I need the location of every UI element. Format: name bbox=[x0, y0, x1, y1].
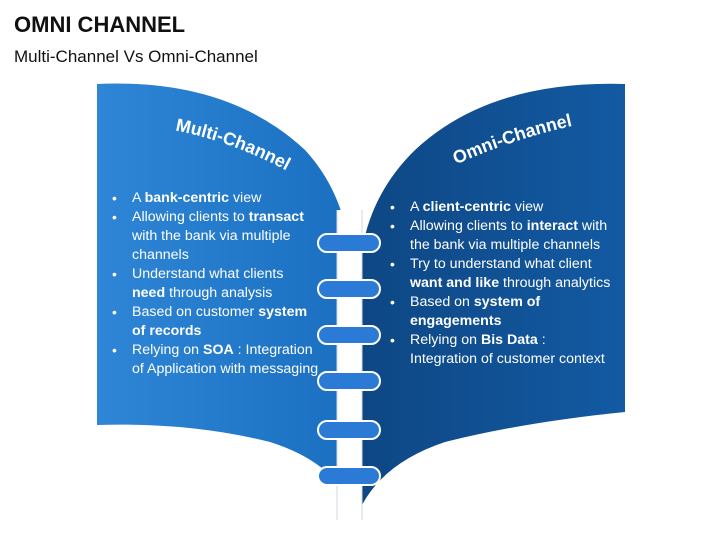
list-item: Understand what clients need through ana… bbox=[110, 265, 320, 303]
emphasis-text: bank-centric bbox=[144, 190, 229, 206]
item-text: Based on customer bbox=[132, 304, 259, 320]
item-text: Based on bbox=[410, 294, 474, 310]
page-title: OMNI CHANNEL bbox=[14, 12, 186, 37]
list-item: Relying on Bis Data : Integration of cus… bbox=[388, 331, 613, 369]
item-text: Relying on bbox=[132, 342, 203, 358]
item-text: Allowing clients to bbox=[132, 209, 249, 225]
list-item: Relying on SOA : Integration of Applicat… bbox=[110, 341, 320, 379]
ring bbox=[317, 371, 381, 391]
list-item: Try to understand what client want and l… bbox=[388, 255, 613, 293]
item-text: Allowing clients to bbox=[410, 218, 527, 234]
item-text: with the bank via multiple channels bbox=[410, 218, 608, 253]
item-text: A bbox=[410, 199, 423, 215]
list-item: A client-centric view bbox=[388, 198, 613, 217]
item-text: view bbox=[510, 199, 544, 215]
list-item: A bank-centric view bbox=[110, 189, 320, 208]
item-text: A bbox=[132, 190, 145, 206]
spiral-ring-icon bbox=[317, 233, 381, 486]
item-text: Relying on bbox=[410, 332, 481, 348]
emphasis-text: SOA bbox=[202, 342, 234, 358]
page-subtitle: Multi-Channel Vs Omni-Channel bbox=[14, 47, 258, 66]
item-text: : Integration of Application with messag… bbox=[132, 342, 319, 377]
ring bbox=[317, 233, 381, 253]
item-text: view bbox=[229, 190, 262, 206]
item-text: Try to understand what client bbox=[410, 256, 592, 272]
ring bbox=[317, 466, 381, 486]
emphasis-text: system of records bbox=[132, 304, 308, 339]
ring bbox=[317, 279, 381, 299]
item-text: with the bank via multiple channels bbox=[132, 228, 291, 263]
emphasis-text: system of engagements bbox=[410, 294, 541, 329]
emphasis-text: need bbox=[132, 285, 166, 301]
emphasis-text: transact bbox=[248, 209, 304, 225]
emphasis-text: client-centric bbox=[422, 199, 511, 215]
list-item: Allowing clients to interact with the ba… bbox=[388, 217, 613, 255]
list-item: Based on customer system of records bbox=[110, 303, 320, 341]
omni-channel-list: A client-centric viewAllowing clients to… bbox=[388, 198, 613, 369]
emphasis-text: Bis Data bbox=[480, 332, 538, 348]
emphasis-text: interact bbox=[526, 218, 578, 234]
list-item: Allowing clients to transact with the ba… bbox=[110, 208, 320, 265]
multi-channel-list: A bank-centric viewAllowing clients to t… bbox=[110, 189, 320, 379]
emphasis-text: want and like bbox=[410, 275, 500, 291]
list-item: Based on system of engagements bbox=[388, 293, 613, 331]
item-text: : Integration of customer context bbox=[410, 332, 605, 367]
ring bbox=[317, 325, 381, 345]
item-text: through analytics bbox=[499, 275, 611, 291]
ring bbox=[317, 420, 381, 440]
item-text: through analysis bbox=[165, 285, 273, 301]
item-text: Understand what clients bbox=[132, 266, 284, 282]
